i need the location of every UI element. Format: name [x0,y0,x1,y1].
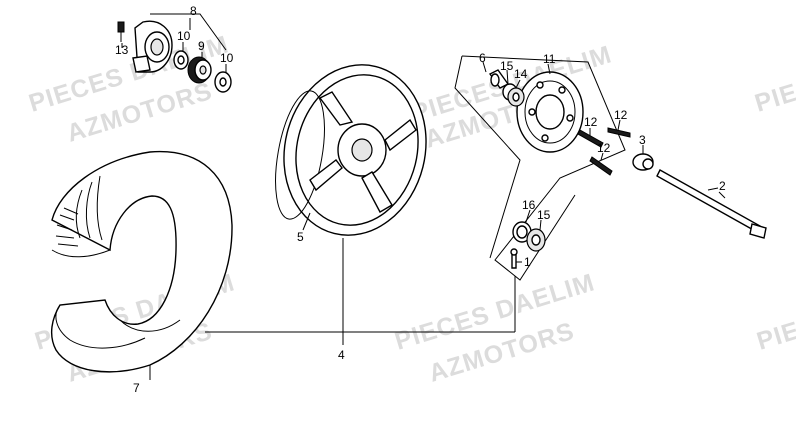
callout-1: 1 [524,255,531,269]
tire [50,150,233,373]
callout-14: 14 [514,67,528,81]
callout-8: 8 [190,4,197,18]
callout-12: 12 [597,141,611,155]
brake-disc-assembly [454,55,767,281]
wheel-rim [275,64,427,236]
callout-10: 10 [220,51,234,65]
callout-12: 12 [584,115,598,129]
callout-16: 16 [522,198,536,212]
callout-6: 6 [479,51,486,65]
callout-13: 13 [115,43,129,57]
callout-labels: 8 13 10 9 10 6 15 14 11 12 12 12 3 2 16 … [115,4,726,395]
callout-5: 5 [297,230,304,244]
watermark-text: PIECES [752,62,796,117]
speedometer-gear-group [117,13,232,93]
callout-10: 10 [177,29,191,43]
callout-3: 3 [639,133,646,147]
callout-12: 12 [614,108,628,122]
callout-4: 4 [338,348,345,362]
callout-7: 7 [133,381,140,395]
callout-2: 2 [719,179,726,193]
callout-15: 15 [537,208,551,222]
leader-lines [121,43,719,380]
callout-15: 15 [500,59,514,73]
watermark-text: PIECES [754,300,796,355]
callout-11: 11 [543,52,556,66]
callout-9: 9 [198,39,205,53]
